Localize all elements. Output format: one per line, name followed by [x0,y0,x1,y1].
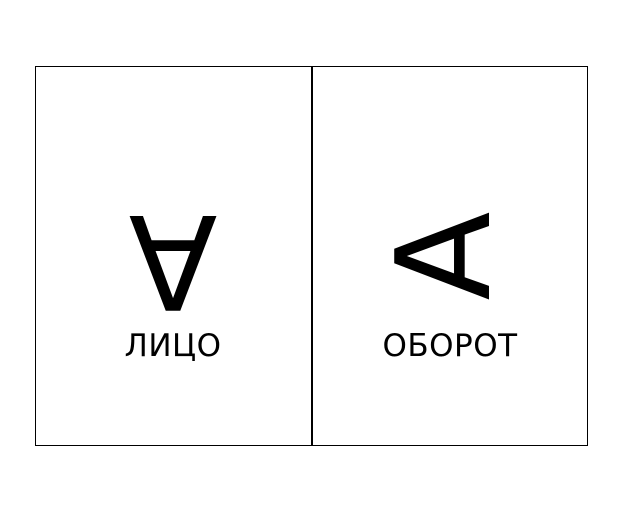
fold-divider-line [311,66,313,446]
front-letter-glyph: A [128,185,218,337]
back-panel: A ОБОРОТ [312,66,588,446]
back-letter-glyph: A [368,211,520,301]
front-panel-label: ЛИЦО [124,328,222,364]
front-panel: A ЛИЦО [35,66,311,446]
back-panel-label: ОБОРОТ [382,328,518,364]
